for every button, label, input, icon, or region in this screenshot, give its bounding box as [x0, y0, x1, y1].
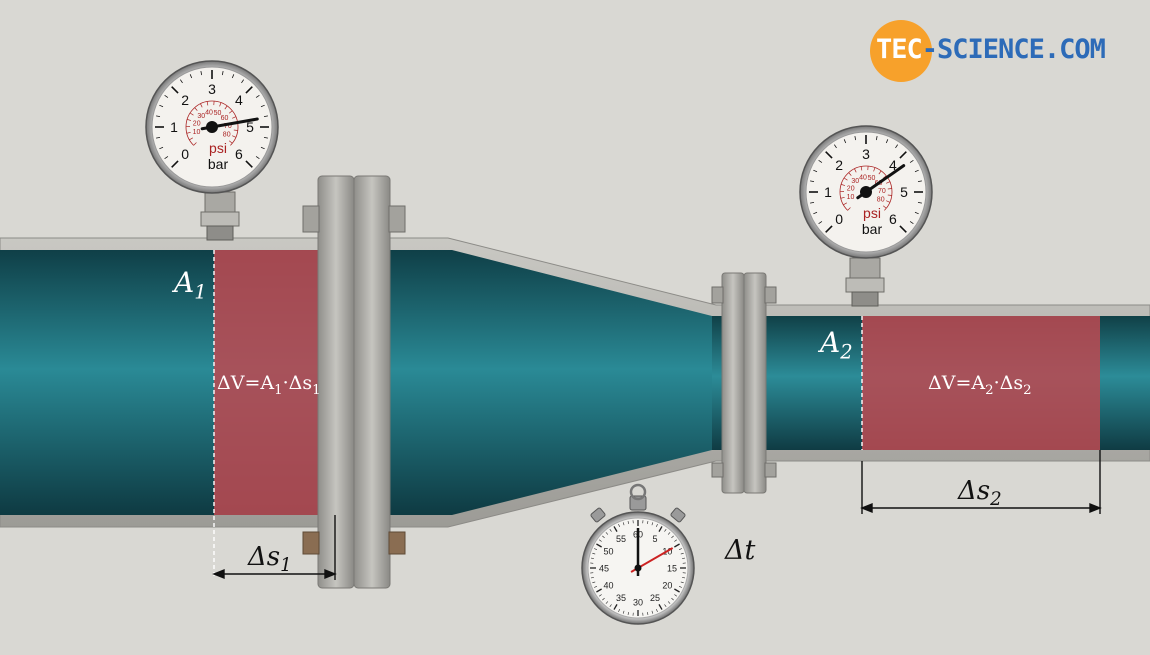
stopwatch-tick-label: 30: [633, 598, 643, 608]
stopwatch-tick-label: 45: [599, 564, 609, 574]
gauge-psi-tick-label: 70: [878, 188, 886, 195]
stopwatch-tick-label: 15: [667, 564, 677, 574]
gauge-unit-psi: psi: [863, 205, 881, 221]
gauge-psi-tick-label: 20: [193, 120, 201, 127]
stopwatch-tick-label: 20: [662, 581, 672, 591]
gauge-unit-bar: bar: [862, 221, 883, 237]
flange-joint-2: [712, 273, 776, 493]
gauge-psi-tick-label: 80: [223, 131, 231, 138]
gauge-bar-tick-label: 0: [181, 146, 189, 162]
gauge-bar-tick-label: 3: [208, 81, 216, 97]
gauge-2-fitting: [846, 258, 884, 306]
label-distance-2: Δs2: [958, 476, 1002, 510]
label-volume-1: ΔV=A1·Δs1: [217, 372, 321, 398]
gauge-psi-tick-label: 10: [847, 194, 855, 201]
gauge-bar-tick-label: 4: [235, 92, 243, 108]
stopwatch-tick-label: 35: [616, 593, 626, 603]
pressure-gauge-2: 01234561020304050607080psibar: [800, 126, 932, 258]
gauge-bar-tick-label: 1: [170, 119, 178, 135]
logo-text-lead: TEC: [876, 34, 922, 65]
stopwatch-tick-label: 5: [652, 534, 657, 544]
stopwatch-hub: [635, 565, 642, 572]
gauge-psi-tick-label: 80: [877, 196, 885, 203]
gauge-psi-tick-label: 10: [193, 129, 201, 136]
gauge-bar-tick-label: 0: [835, 211, 843, 227]
logo-text-rest: -SCIENCE.COM: [922, 34, 1105, 65]
label-volume-2: ΔV=A2·Δs2: [928, 372, 1032, 398]
gauge-bar-tick-label: 6: [235, 146, 243, 162]
label-distance-1: Δs1: [248, 542, 292, 576]
gauge-1-fitting: [201, 192, 239, 240]
gauge-psi-tick-label: 40: [205, 109, 213, 116]
gauge-needle-hub: [206, 121, 218, 133]
gauge-bar-tick-label: 3: [862, 146, 870, 162]
stopwatch-tick-label: 50: [604, 547, 614, 557]
label-area-2: A2: [820, 326, 853, 364]
gauge-unit-psi: psi: [209, 140, 227, 156]
gauge-psi-tick-label: 20: [847, 185, 855, 192]
gauge-psi-tick-label: 40: [859, 174, 867, 181]
logo-text: TEC-SCIENCE.COM: [876, 34, 1105, 65]
stopwatch-tick-label: 55: [616, 534, 626, 544]
gauge-bar-tick-label: 6: [889, 211, 897, 227]
tec-science-logo: TEC-SCIENCE.COM: [870, 20, 1145, 82]
label-area-1: A1: [174, 266, 207, 304]
gauge-needle-hub: [860, 186, 872, 198]
gauge-bar-tick-label: 1: [824, 184, 832, 200]
gauge-bar-tick-label: 2: [835, 157, 843, 173]
gauge-unit-bar: bar: [208, 156, 229, 172]
gauge-bar-tick-label: 2: [181, 92, 189, 108]
gauge-psi-tick-label: 60: [221, 115, 229, 122]
stopwatch-tick-label: 25: [650, 593, 660, 603]
label-time-interval: Δt: [725, 535, 755, 566]
gauge-bar-tick-label: 5: [900, 184, 908, 200]
stopwatch-tick-label: 40: [604, 581, 614, 591]
